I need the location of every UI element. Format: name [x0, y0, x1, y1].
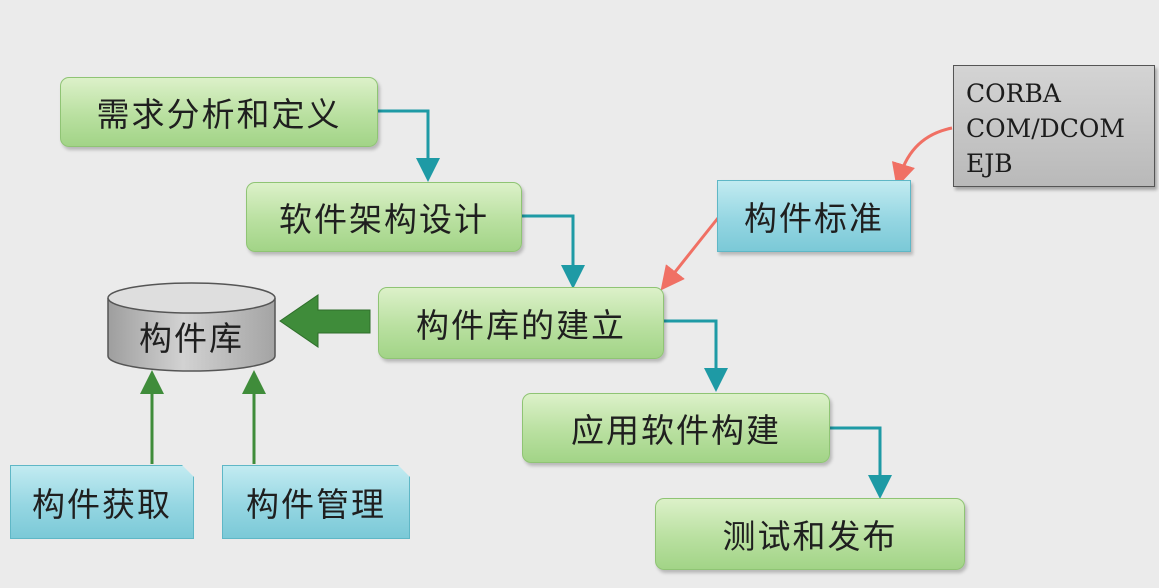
component-acquire-node: 构件获取	[10, 465, 194, 539]
requirements-node: 需求分析和定义	[60, 77, 378, 147]
arrow-app-to-test	[830, 426, 892, 499]
component-library-label: 构件库	[139, 319, 244, 358]
library-build-node: 构件库的建立	[378, 287, 664, 359]
architecture-node: 软件架构设计	[246, 182, 522, 252]
arrow-architecture-to-library	[522, 214, 585, 289]
component-standard-node: 构件标准	[717, 180, 911, 252]
standards-list-box: CORBA COM/DCOM EJB	[953, 65, 1155, 187]
app-build-node: 应用软件构建	[522, 393, 830, 463]
arrow-requirements-to-architecture	[378, 109, 440, 182]
component-manage-node: 构件管理	[222, 465, 410, 539]
arrow-standards-to-component-standard	[891, 126, 953, 188]
block-arrow-to-component-library	[279, 294, 371, 348]
arrow-component-standard-to-library	[660, 217, 720, 291]
arrow-library-to-app	[664, 319, 728, 392]
standard-item: CORBA	[966, 79, 1061, 108]
standard-item: COM/DCOM	[966, 114, 1125, 143]
component-library-cylinder	[107, 282, 276, 372]
test-release-node: 测试和发布	[655, 498, 965, 570]
standard-item: EJB	[966, 149, 1013, 178]
